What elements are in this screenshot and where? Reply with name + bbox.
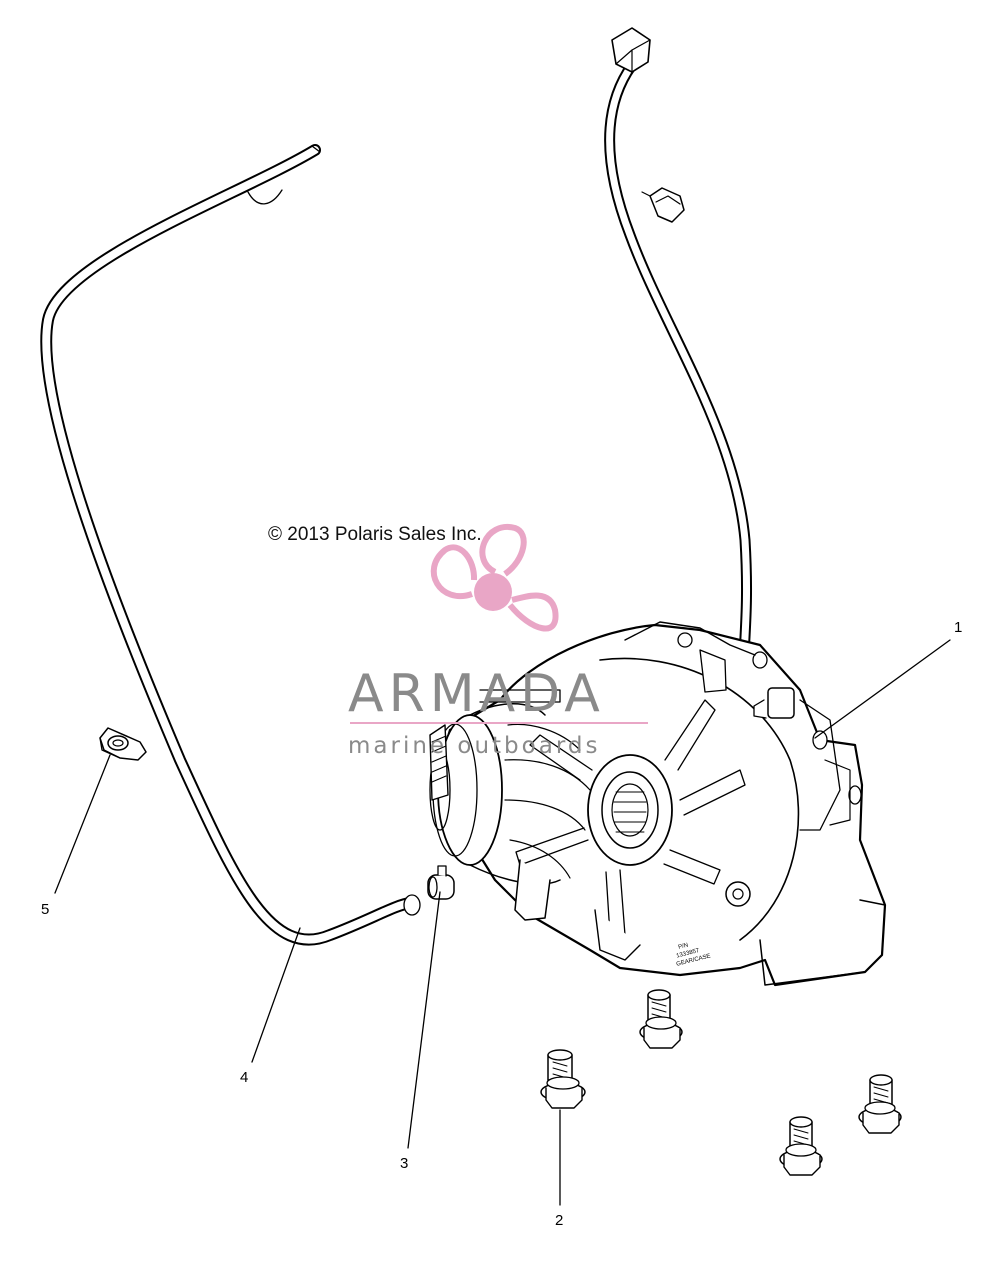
breather-tube <box>604 27 753 661</box>
bolt-part-2-d <box>779 1116 823 1176</box>
bolt-part-2-a <box>540 1049 586 1109</box>
leader-line-3 <box>407 891 441 1149</box>
leader-line-4 <box>251 927 301 1063</box>
gearcase-part-1 <box>429 621 887 987</box>
callout-5: 5 <box>41 901 50 918</box>
svg-text:1333857: 1333857 <box>676 948 701 960</box>
vent-hose-part-4 <box>40 144 421 946</box>
callout-1: 1 <box>954 619 963 636</box>
watermark-subtitle: marine outboards <box>348 733 601 759</box>
clamp-part-3 <box>427 865 455 900</box>
callout-3: 3 <box>400 1155 409 1172</box>
callout-2: 2 <box>555 1212 564 1229</box>
clip-part-5 <box>99 727 147 761</box>
leader-lines <box>54 639 951 1206</box>
bolt-part-2-b <box>639 989 683 1049</box>
svg-text:P/N: P/N <box>678 943 689 951</box>
copyright-text: © 2013 Polaris Sales Inc. <box>268 524 482 545</box>
callout-4: 4 <box>240 1069 249 1086</box>
breather-fitting <box>641 187 685 223</box>
leader-line-5 <box>54 754 111 894</box>
watermark-propeller-logo <box>350 523 648 724</box>
bolt-part-2-c <box>858 1074 902 1134</box>
watermark-title: ARMADA <box>348 664 605 724</box>
leader-line-1 <box>814 639 951 739</box>
